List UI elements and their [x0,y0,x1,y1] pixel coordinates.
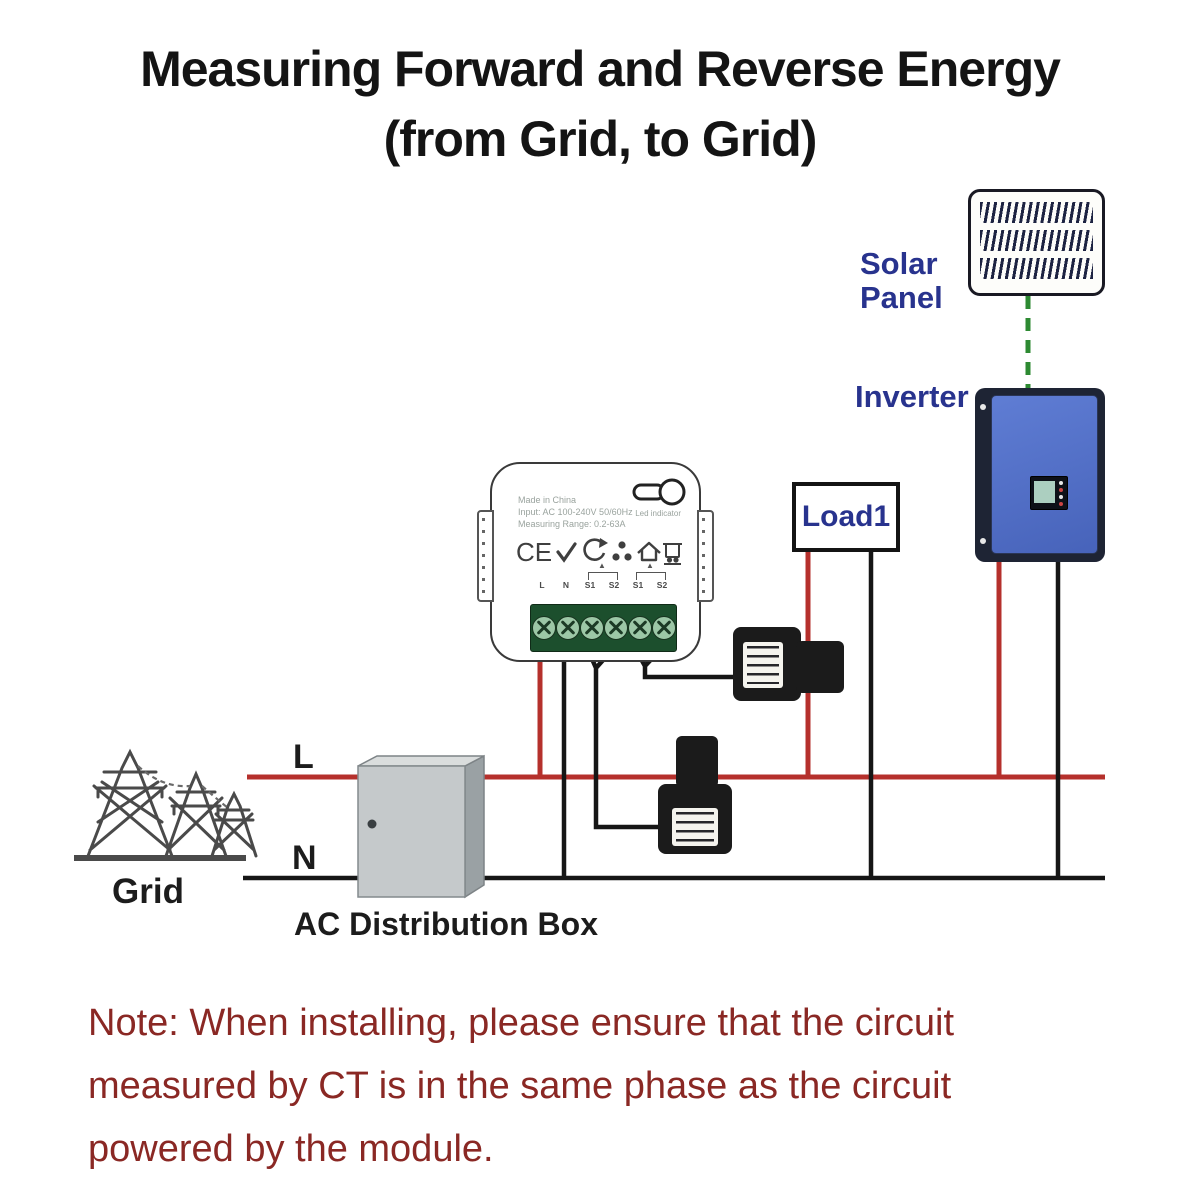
tower-large-icon [86,748,174,858]
note-line: Note: When installing, please ensure tha… [88,1002,955,1044]
load1-label: Load1 [801,500,891,533]
note-line: measured by CT is in the same phase as t… [88,1065,952,1107]
inverter-display [1030,476,1068,510]
terminal-screw [580,616,604,640]
page-title-line2: (from Grid, to Grid) [383,111,818,167]
terminal-screw [532,616,556,640]
led-indicator-label: Led indicator [635,509,681,518]
ct-clamp-upper [733,627,801,701]
grid-towers-icon [74,748,258,861]
solar-panel [968,189,1105,296]
inverter-led [1059,495,1063,499]
weee-bin-icon [663,543,682,565]
inverter-front-panel [991,395,1098,554]
note-line: powered by the module. [88,1128,494,1170]
terminal-label: N [562,580,570,590]
terminal-label: S1 [584,580,596,590]
solar-cells-row [980,230,1093,251]
module-mount-tab [477,510,494,602]
inverter-led [1059,481,1063,485]
solar-cells-row [980,202,1093,223]
l-line-label: L [293,738,314,776]
recycle-icon [612,541,632,561]
inverter-led [1059,502,1063,506]
page-title-line1: Measuring Forward and Reverse Energy [140,41,1061,97]
check-icon [556,542,577,563]
terminal-label: S1 [632,580,644,590]
terminal-bracket [636,572,666,580]
inverter-led [1059,488,1063,492]
ac-box-handle [367,819,377,829]
module-info-line: Made in China [518,495,577,505]
installation-note: Note: When installing, please ensure tha… [88,992,954,1181]
ct-clamp-lower [658,784,732,854]
ct-clamp-upper-jaw [796,641,844,693]
certification-icons: CE [516,537,682,567]
inverter-mount-screw [980,538,986,544]
terminal-arrow: ▲ [646,561,654,570]
terminal-screw [556,616,580,640]
inverter-screen [1034,481,1055,503]
terminal-screw [652,616,676,640]
ct-label [672,808,718,846]
ct-clamp-lower-jaw [676,736,718,788]
circular-arrow-head [599,538,608,548]
terminal-arrow: ▲ [598,561,606,570]
ac-box-side [464,754,485,899]
n-line-label: N [292,839,317,877]
module-info-line: Measuring Range: 0.2-63A [518,519,626,529]
ac-box-label: AC Distribution Box [294,906,598,942]
terminal-label: S2 [656,580,668,590]
grid-label: Grid [112,872,184,911]
house-icon [637,541,661,562]
module-mount-tab [697,510,714,602]
load1-box: Load1 [792,482,900,552]
inverter-device [975,388,1105,562]
ac-box-front [357,765,466,898]
terminal-screw [604,616,628,640]
ce-mark-icon: CE [516,537,552,567]
ac-distribution-box [357,754,485,899]
terminal-bracket [588,572,618,580]
energy-meter-module: Led indicator Made in China Input: AC 10… [477,462,714,662]
circular-arrow-icon [583,538,606,561]
terminal-label: L [539,580,545,590]
inverter-label: Inverter [855,379,969,414]
module-info-line: Input: AC 100-240V 50/60Hz [518,507,633,517]
terminal-screw [628,616,652,640]
inverter-mount-screw [980,404,986,410]
terminal-label: S2 [608,580,620,590]
module-info-text: Made in China Input: AC 100-240V 50/60Hz… [518,494,633,530]
terminal-block [530,604,677,652]
solar-cells-row [980,258,1093,279]
catenary-wires [137,765,229,809]
led-indicator-icon [632,478,686,506]
ac-box-top [357,755,485,767]
solar-panel-label: Solar Panel [860,246,943,315]
tower-small-icon [210,790,258,858]
ct-label [743,642,783,688]
